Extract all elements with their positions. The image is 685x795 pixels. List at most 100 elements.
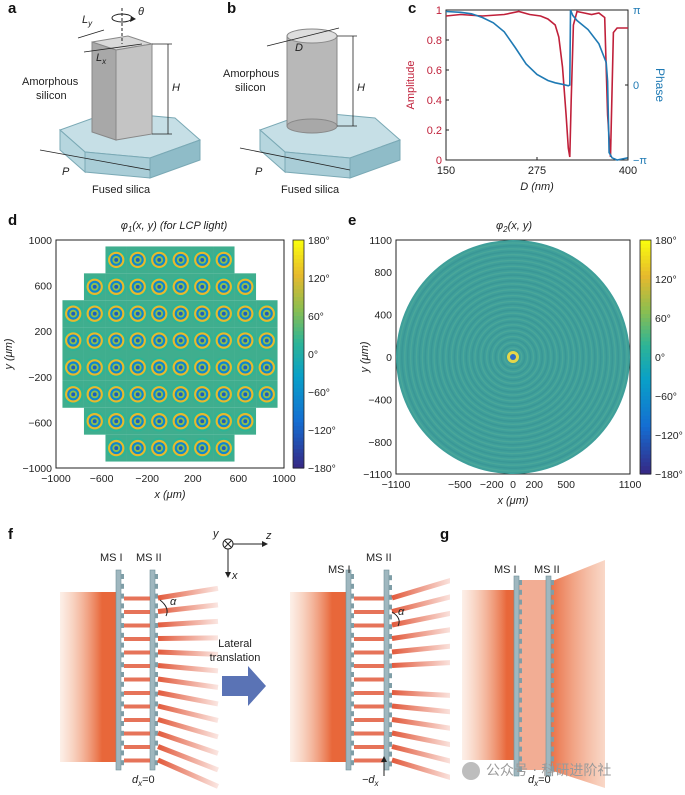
nano-pillar [121, 623, 124, 628]
nano-pillar [389, 634, 392, 639]
nano-pillar [519, 727, 522, 732]
colorbar-cell [640, 353, 651, 358]
nano-pillar [389, 575, 392, 581]
colorbar-cell [640, 388, 651, 393]
nano-pillar [551, 629, 554, 634]
metasurface-1 [513, 575, 520, 777]
fresnel-ring [488, 332, 538, 382]
lens-ring [114, 365, 119, 370]
alpha-arc [159, 599, 168, 617]
lens-ring [92, 365, 97, 370]
dx-arrowhead [381, 756, 387, 762]
colorbar-cell [293, 433, 304, 439]
input-beam [462, 590, 518, 760]
lens-ring [157, 446, 162, 451]
output-ray [157, 585, 219, 601]
nano-pillar [551, 599, 554, 605]
nano-pillar [551, 648, 554, 654]
colorbar-cell [293, 411, 304, 416]
lens-ring [114, 338, 119, 343]
plot-frame-top [55, 239, 285, 469]
nano-pillar [551, 589, 554, 595]
lens-ring [135, 311, 140, 316]
plot-frame [445, 9, 629, 161]
colorbar-cell [293, 338, 304, 344]
lens-ring [243, 419, 248, 424]
panel-d: d φ1(x, y) (for LCP light) −1000−600−200… [0, 212, 340, 512]
ray-between [354, 596, 384, 601]
colorbar-cell [640, 271, 651, 276]
colorbar-cell [640, 251, 651, 257]
colorbar-cell [293, 308, 304, 313]
colorbar-cell [293, 430, 304, 435]
y-axis-label: y (μm) [3, 338, 15, 370]
output-ray [157, 676, 219, 690]
colorbar-tick-label: −60° [655, 391, 677, 403]
nano-pillar [551, 756, 554, 762]
translation-label: translation [209, 652, 261, 664]
output-ray [157, 744, 219, 773]
input-beam [290, 592, 350, 762]
nano-pillar [389, 624, 392, 630]
colorbar-cell [293, 297, 304, 302]
label-fused-silica: Fused silica [92, 184, 151, 196]
nano-pillar [121, 613, 124, 619]
colorbar-cell [293, 266, 304, 271]
colorbar-cell [640, 255, 651, 261]
nano-pillar [155, 730, 158, 736]
fresnel-ring [500, 344, 526, 370]
ray-between [354, 718, 384, 722]
colorbar-cell [293, 426, 304, 431]
fresnel-ring [398, 242, 628, 472]
nano-pillar [121, 760, 124, 766]
colorbar-cell [640, 247, 651, 253]
y-tick-label: −1000 [23, 463, 53, 475]
colorbar-cell [640, 360, 651, 366]
panel-b: b D H Amorphous silicon P Fused silica [215, 0, 415, 205]
colorbar-cell [293, 304, 304, 309]
lens-ring [157, 338, 162, 343]
ray-between [354, 610, 384, 614]
colorbar-cell [293, 240, 304, 245]
colorbar-frame [292, 239, 305, 469]
nano-pillar [551, 658, 554, 664]
lens-ring [157, 311, 162, 316]
lens-ring [221, 392, 226, 397]
x-tick-label: −500 [448, 479, 472, 491]
colorbar-cell [293, 255, 304, 260]
colorbar-tick-label: −60° [308, 387, 330, 399]
lens-ring [135, 419, 140, 424]
nano-pillar [519, 687, 522, 693]
wechat-icon [462, 762, 480, 780]
y-tick-label: −800 [368, 437, 392, 449]
y-axis-label: Amplitude [405, 61, 417, 110]
nano-pillar [519, 697, 522, 703]
lens-ring [157, 284, 162, 289]
lens-ring [92, 284, 97, 289]
colorbar-frame [639, 239, 652, 475]
colorbar-tick-label: −120° [655, 430, 683, 442]
lens-ring [114, 311, 119, 316]
lens-ring [200, 257, 205, 262]
panel-e-title: φ2(x, y) [495, 220, 533, 235]
lens-ring [114, 284, 119, 289]
nano-pillar [351, 691, 354, 697]
lens-ring [157, 392, 162, 397]
nano-pillar [351, 672, 354, 677]
fresnel-ring [421, 265, 605, 449]
lens-ring [178, 365, 183, 370]
output-ray [391, 744, 450, 764]
label-silicon: silicon [36, 90, 67, 102]
fresnel-ring [406, 250, 620, 464]
phase-line [445, 9, 629, 161]
colorbar-cell [640, 380, 651, 385]
colorbar-cell [293, 312, 304, 317]
colorbar-cell [640, 458, 651, 463]
lens-ring [243, 284, 248, 289]
metasurface-2 [545, 575, 552, 777]
nano-pillar [389, 741, 392, 747]
x-tick-label: 1100 [619, 479, 642, 491]
y-tick-label: 800 [374, 267, 392, 279]
nano-pillar [155, 721, 158, 726]
colorbar-cell [640, 302, 651, 307]
